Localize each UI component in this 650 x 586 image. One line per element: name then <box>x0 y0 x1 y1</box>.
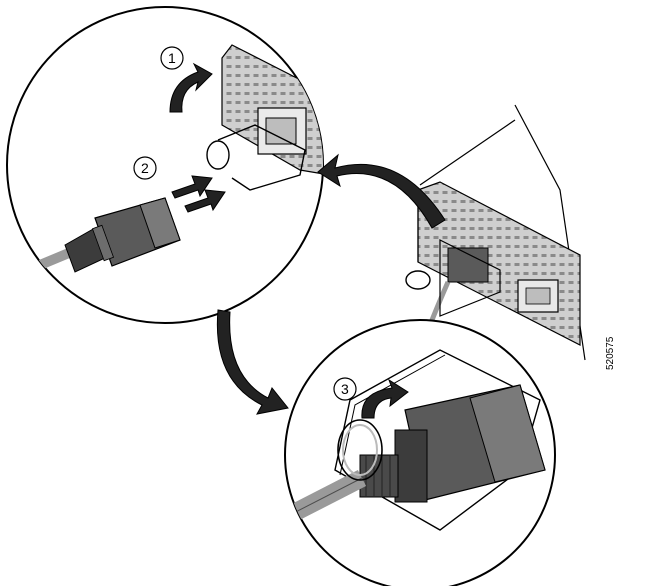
step-3-badge <box>333 377 357 401</box>
magnified-view-main: 1 2 <box>6 6 324 324</box>
step-3-label: 3 <box>341 381 349 397</box>
chassis-rear-panel <box>417 181 581 346</box>
step-2-badge <box>133 156 157 180</box>
chassis-overview <box>405 104 586 361</box>
step-1-label: 1 <box>168 50 176 66</box>
callout-arrow-icon <box>317 153 446 229</box>
cable-retainer-icon <box>217 124 306 191</box>
power-plug-icon <box>64 197 181 273</box>
step-1-badge <box>160 46 184 70</box>
rotate-arrow-icon <box>169 62 213 113</box>
callout-arrow-icon-2 <box>216 309 289 415</box>
bottom-retainer-loop <box>337 419 383 481</box>
figure-id: 520575 <box>605 336 616 370</box>
chassis-plug <box>447 247 489 283</box>
magnified-view-bottom: 3 <box>284 319 556 586</box>
step-2-label: 2 <box>141 160 149 176</box>
rotate-arrow-icon-3 <box>361 378 409 419</box>
push-arrow-icon <box>171 175 213 199</box>
chassis-cable-retainer <box>439 239 501 317</box>
